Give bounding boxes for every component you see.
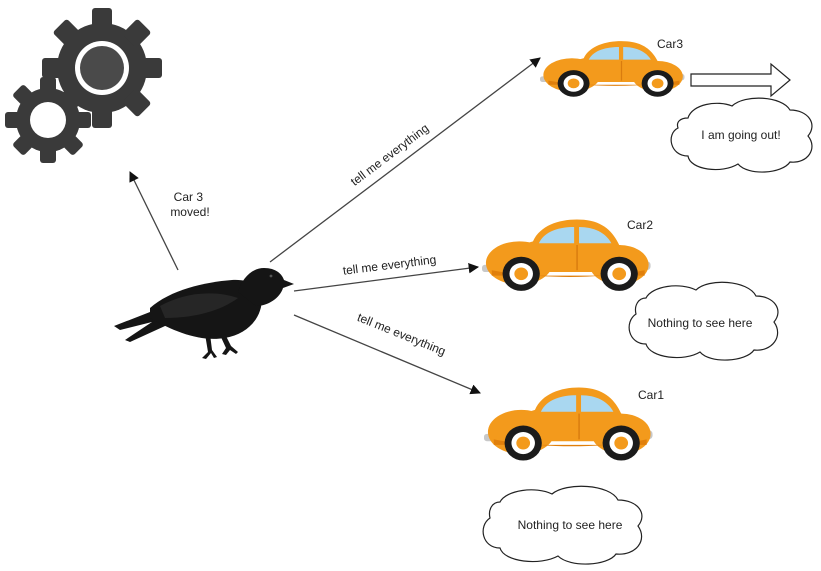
edge-label-to-car3: tell me everything <box>348 121 432 189</box>
block-arrow-right-icon <box>690 62 791 98</box>
arrow-to-car3 <box>269 57 541 263</box>
edge-label-to-car1: tell me everything <box>355 310 447 358</box>
edge-to-car3: tell me everything <box>269 57 541 263</box>
edge-label-to-gears: Car 3 moved! <box>170 190 209 219</box>
crow-icon <box>114 268 294 359</box>
car2-label: Car2 <box>627 218 653 232</box>
edge-label-to-gears-line1: Car 3 <box>174 190 204 204</box>
arrow-to-car1 <box>293 314 481 395</box>
cloud-shape <box>628 281 779 361</box>
car3-bubble-text: I am going out! <box>701 128 780 142</box>
edge-label-to-gears-line2: moved! <box>170 205 209 219</box>
car-icon <box>483 386 654 462</box>
car2: Car2 <box>481 218 653 292</box>
car-icon <box>481 218 652 292</box>
gears-icon <box>5 8 162 163</box>
car3-cloud: I am going out! <box>670 97 813 173</box>
arrow-to-car2 <box>293 263 480 292</box>
car3-label: Car3 <box>657 37 683 51</box>
cloud-shape <box>670 97 813 173</box>
edge-to-car1: tell me everything <box>293 310 481 395</box>
edge-to-gears: Car 3 moved! <box>129 171 210 271</box>
small-gear <box>5 77 91 163</box>
edge-to-car2: tell me everything <box>293 252 480 292</box>
arrow-to-gears <box>129 171 179 271</box>
cloud-shape <box>482 485 643 565</box>
car1-cloud: Nothing to see here <box>482 485 643 565</box>
car2-bubble-text: Nothing to see here <box>648 316 753 330</box>
car1-bubble-text: Nothing to see here <box>518 518 623 532</box>
car3: Car3 <box>539 37 686 98</box>
car2-cloud: Nothing to see here <box>628 281 779 361</box>
car1-label: Car1 <box>638 388 664 402</box>
car1: Car1 <box>483 386 664 462</box>
